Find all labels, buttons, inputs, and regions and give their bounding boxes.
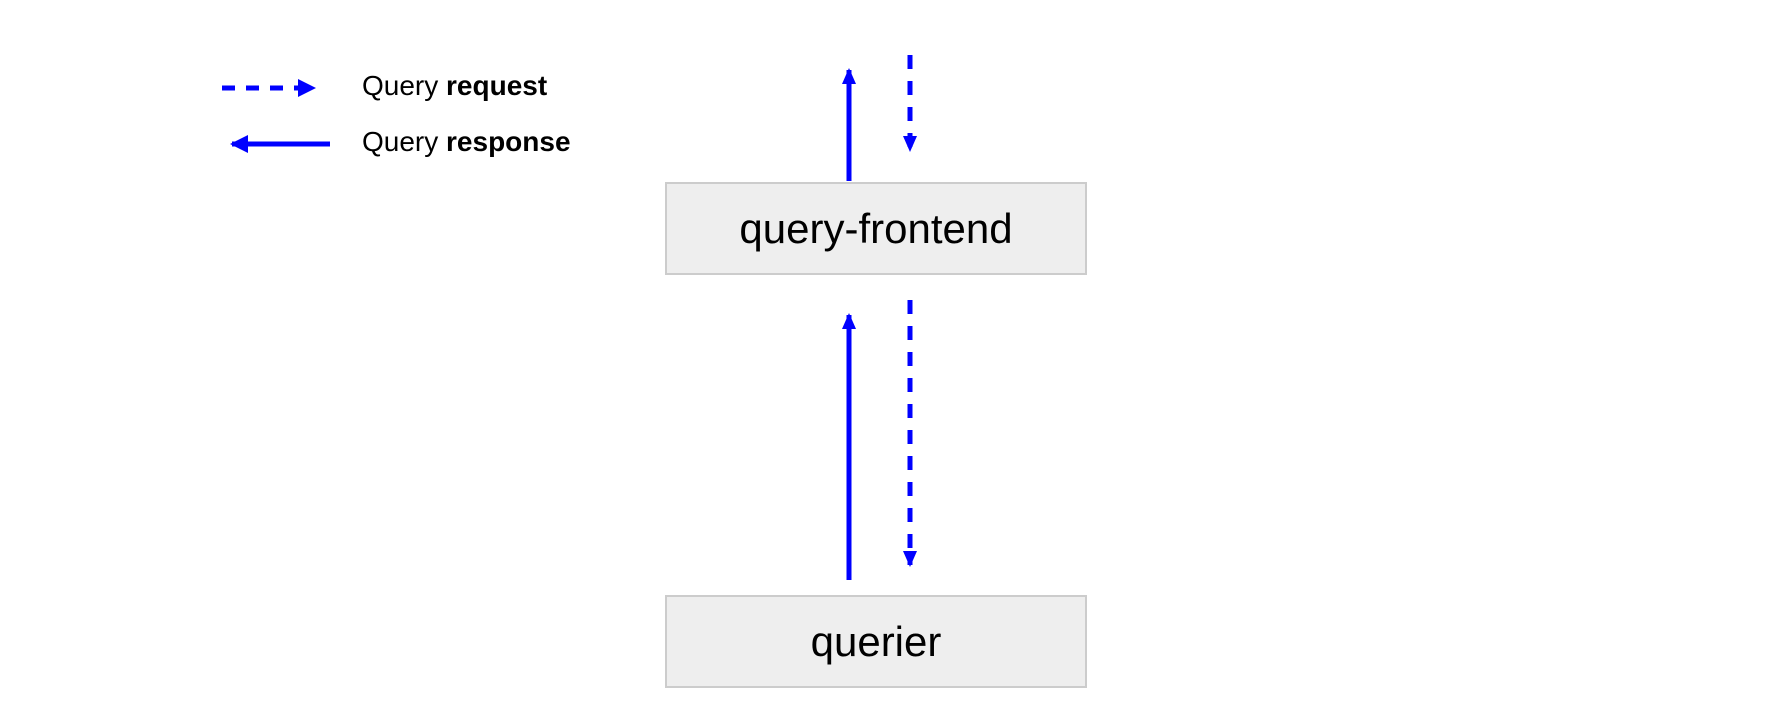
legend-emphasis-response: response — [446, 126, 571, 157]
solid-left-arrow-icon — [230, 135, 330, 153]
legend-item-query-response: Query response — [210, 114, 630, 170]
node-querier[interactable]: querier — [665, 595, 1087, 688]
legend-label-query-response: Query response — [362, 114, 571, 170]
legend: Query request Query response — [210, 58, 630, 170]
legend-item-query-request: Query request — [210, 58, 630, 114]
node-query-frontend-label: query-frontend — [739, 204, 1013, 252]
dashed-right-arrow-icon — [222, 79, 316, 97]
legend-emphasis-request: request — [446, 70, 548, 101]
node-query-frontend[interactable]: query-frontend — [665, 182, 1087, 275]
legend-prefix-response: Query — [362, 126, 447, 157]
node-querier-label: querier — [810, 617, 942, 665]
legend-prefix-request: Query — [362, 70, 447, 101]
legend-label-query-request: Query request — [362, 58, 547, 114]
